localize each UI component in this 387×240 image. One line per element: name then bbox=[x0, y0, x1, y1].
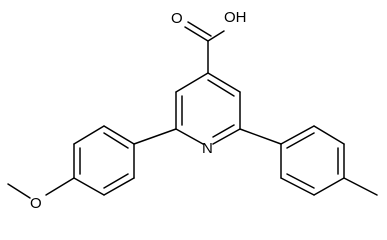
bond-left-ring-2 bbox=[73, 125, 105, 145]
bond-n1-c6 bbox=[212, 128, 241, 145]
bond-left-ring-5 bbox=[103, 177, 135, 196]
bond-right-ring-2 bbox=[313, 125, 345, 145]
bond-right-ring-4 bbox=[313, 177, 345, 196]
bond-ether-oxygen-methyl bbox=[7, 183, 31, 199]
bond-left-ring-5-inner bbox=[103, 173, 129, 189]
bond-carboxyl-hydroxyl bbox=[207, 30, 225, 42]
atom-labels: O OH N O bbox=[30, 9, 247, 212]
bond-aryl-ether-oxygen bbox=[45, 177, 75, 196]
methylphenyl-ring bbox=[239, 125, 378, 196]
bond-carbonyl-double-a bbox=[184, 26, 209, 42]
atom-label-acid-hydroxyl: OH bbox=[224, 9, 247, 26]
bond-right-ring-5-inner bbox=[286, 173, 315, 189]
bond-left-ring-4 bbox=[73, 177, 105, 196]
pyridine-ring bbox=[175, 72, 241, 145]
chemical-structure: O OH N O bbox=[7, 9, 378, 212]
methoxyphenyl-ring bbox=[7, 125, 177, 199]
atom-label-ether-oxygen: O bbox=[30, 195, 42, 212]
bond-n1-c6-inner bbox=[212, 124, 235, 138]
bond-carbonyl-double-b bbox=[187, 21, 212, 37]
bond-right-ring-1 bbox=[280, 125, 315, 145]
bond-c6-aryl-right bbox=[239, 128, 282, 145]
bond-c5-c4 bbox=[207, 72, 241, 93]
bond-right-ring-1-inner bbox=[286, 132, 315, 149]
bond-aryl-methyl bbox=[343, 177, 378, 196]
bond-c4-c3 bbox=[175, 72, 209, 93]
bond-c2-aryl-left bbox=[133, 128, 177, 145]
bond-c2-n1 bbox=[175, 128, 204, 145]
atom-label-acid-oxygen: O bbox=[171, 10, 183, 27]
bond-c5-c4-inner bbox=[207, 79, 235, 97]
bond-left-ring-1-inner bbox=[103, 132, 129, 149]
carboxylic-acid-group bbox=[184, 21, 225, 74]
bond-left-ring-1 bbox=[103, 125, 135, 145]
bond-right-ring-5 bbox=[280, 177, 315, 196]
atom-label-ring-nitrogen: N bbox=[202, 140, 213, 157]
